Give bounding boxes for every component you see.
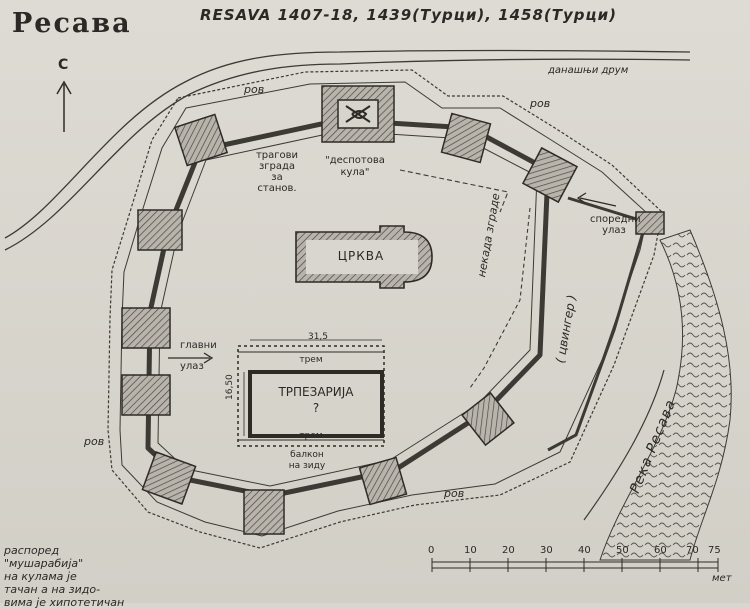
tower-ne-b: [521, 146, 579, 204]
scale-tick-0: 0: [428, 545, 435, 556]
note-line-3: на кулама је: [4, 570, 77, 583]
scale-tick-75: 75: [708, 545, 721, 556]
label-balcony-line1: балкон: [290, 450, 324, 460]
traces-buildings-line: [399, 169, 509, 213]
despot-tower-sketch: [345, 105, 371, 123]
north-arrow: [56, 80, 72, 132]
label-despot-tower-line1: "деспотова: [325, 155, 385, 166]
tower-nw: [173, 113, 229, 167]
river-resava: [583, 229, 732, 561]
label-traces-line1: трагови: [255, 150, 299, 161]
scale-tick-40: 40: [578, 545, 591, 556]
label-balcony-line2: на зиду: [288, 461, 326, 471]
label-refectory: ТРПЕЗАРИЈА ?: [256, 386, 376, 414]
side-entrance-tower: [635, 211, 665, 235]
main-entrance-arrow: [168, 352, 214, 364]
label-balcony: балкон на зиду: [272, 450, 342, 472]
label-despot-tower: "деспотова кула": [322, 156, 388, 178]
legend-note: распоред "мушарабија" на кулама је тачан…: [4, 544, 164, 609]
note-line-2: "мушарабија": [4, 557, 84, 570]
tower-ne-a: [440, 112, 492, 164]
label-porch-top: трем: [299, 355, 323, 365]
label-porch-bottom: трем: [299, 431, 323, 441]
scale-tick-60: 60: [654, 545, 667, 556]
refectory-dimensions: [243, 339, 382, 436]
label-dim-width: 31,5: [307, 332, 329, 342]
label-side-entrance-line2: улаз: [602, 225, 626, 236]
label-side-entrance: споредни улаз: [590, 214, 641, 236]
label-despot-tower-line2: кула": [340, 167, 370, 178]
label-main-entrance: главни улаз: [180, 340, 217, 372]
moat-outline: [107, 69, 663, 549]
scale-tick-10: 10: [464, 545, 477, 556]
tower-west-upper: [137, 209, 183, 251]
tower-south-east: [358, 456, 408, 506]
refectory: [237, 345, 385, 447]
label-main-entrance-line2: улаз: [180, 361, 204, 372]
label-moat-south: ров: [444, 487, 465, 500]
scale-tick-30: 30: [540, 545, 553, 556]
label-traces-line3: за: [271, 172, 283, 183]
label-refectory-line2: ?: [312, 401, 320, 415]
label-moat-north: ров: [244, 83, 265, 96]
tower-sw: [141, 451, 197, 505]
label-traces-buildings: трагови зграда за станов.: [246, 150, 308, 194]
note-line-1: распоред: [4, 544, 60, 557]
side-entrance-arrow: [576, 192, 617, 207]
zwinger-wall: [547, 196, 648, 452]
label-moat-west: ров: [84, 435, 105, 448]
zwinger-inner-line: [469, 207, 531, 389]
tower-se: [461, 391, 515, 447]
north-label: С: [58, 57, 69, 73]
label-side-entrance-line1: споредни: [590, 214, 641, 225]
map-title: Ресава: [12, 8, 132, 39]
map-subtitle: RESAVA 1407-18, 1439(Турци), 1458(Турци): [200, 6, 617, 24]
label-dim-height: 16,50: [225, 374, 235, 400]
scale-bar: [431, 558, 719, 572]
scale-tick-20: 20: [502, 545, 515, 556]
modern-road: [4, 49, 691, 251]
label-road: данашњи друм: [548, 65, 629, 76]
label-moat-northeast: ров: [530, 97, 551, 110]
label-refectory-line1: ТРПЕЗАРИЈА: [278, 385, 354, 399]
scale-tick-70: 70: [686, 545, 699, 556]
label-main-entrance-line1: главни: [180, 340, 217, 351]
scale-unit: мет: [712, 573, 732, 584]
tower-south-west: [243, 489, 285, 535]
label-church: ЦРКВА: [337, 249, 385, 263]
note-line-4: тачан а на зидо-: [4, 583, 101, 596]
scale-tick-50: 50: [616, 545, 629, 556]
tower-west-gate-south: [121, 374, 171, 416]
label-traces-line4: станов.: [257, 183, 297, 194]
label-traces-line2: зграда: [258, 161, 296, 172]
tower-west-gate-north: [121, 307, 171, 349]
towers: [121, 85, 665, 535]
